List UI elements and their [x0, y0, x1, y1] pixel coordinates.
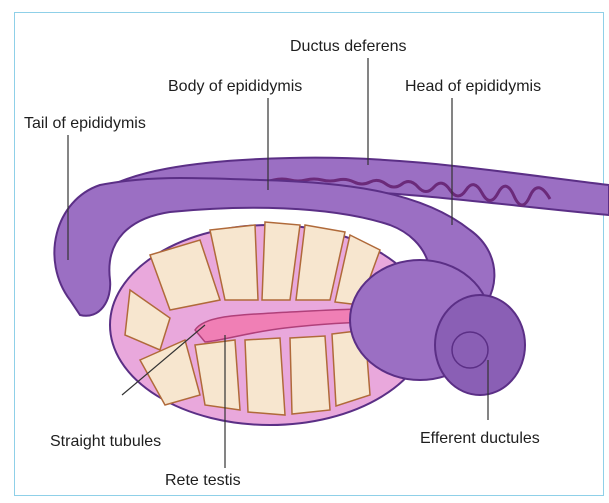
label-straight-tubules: Straight tubules	[50, 433, 161, 451]
label-ductus-deferens: Ductus deferens	[290, 38, 407, 56]
efferent-ductules	[435, 295, 525, 395]
lobule	[245, 338, 285, 415]
label-tail-of-epididymis: Tail of epididymis	[24, 115, 146, 133]
label-rete-testis: Rete testis	[165, 472, 241, 490]
label-body-of-epididymis: Body of epididymis	[168, 78, 302, 96]
label-efferent-ductules: Efferent ductules	[420, 430, 540, 448]
lobule	[290, 336, 330, 414]
label-head-of-epididymis: Head of epididymis	[405, 78, 541, 96]
